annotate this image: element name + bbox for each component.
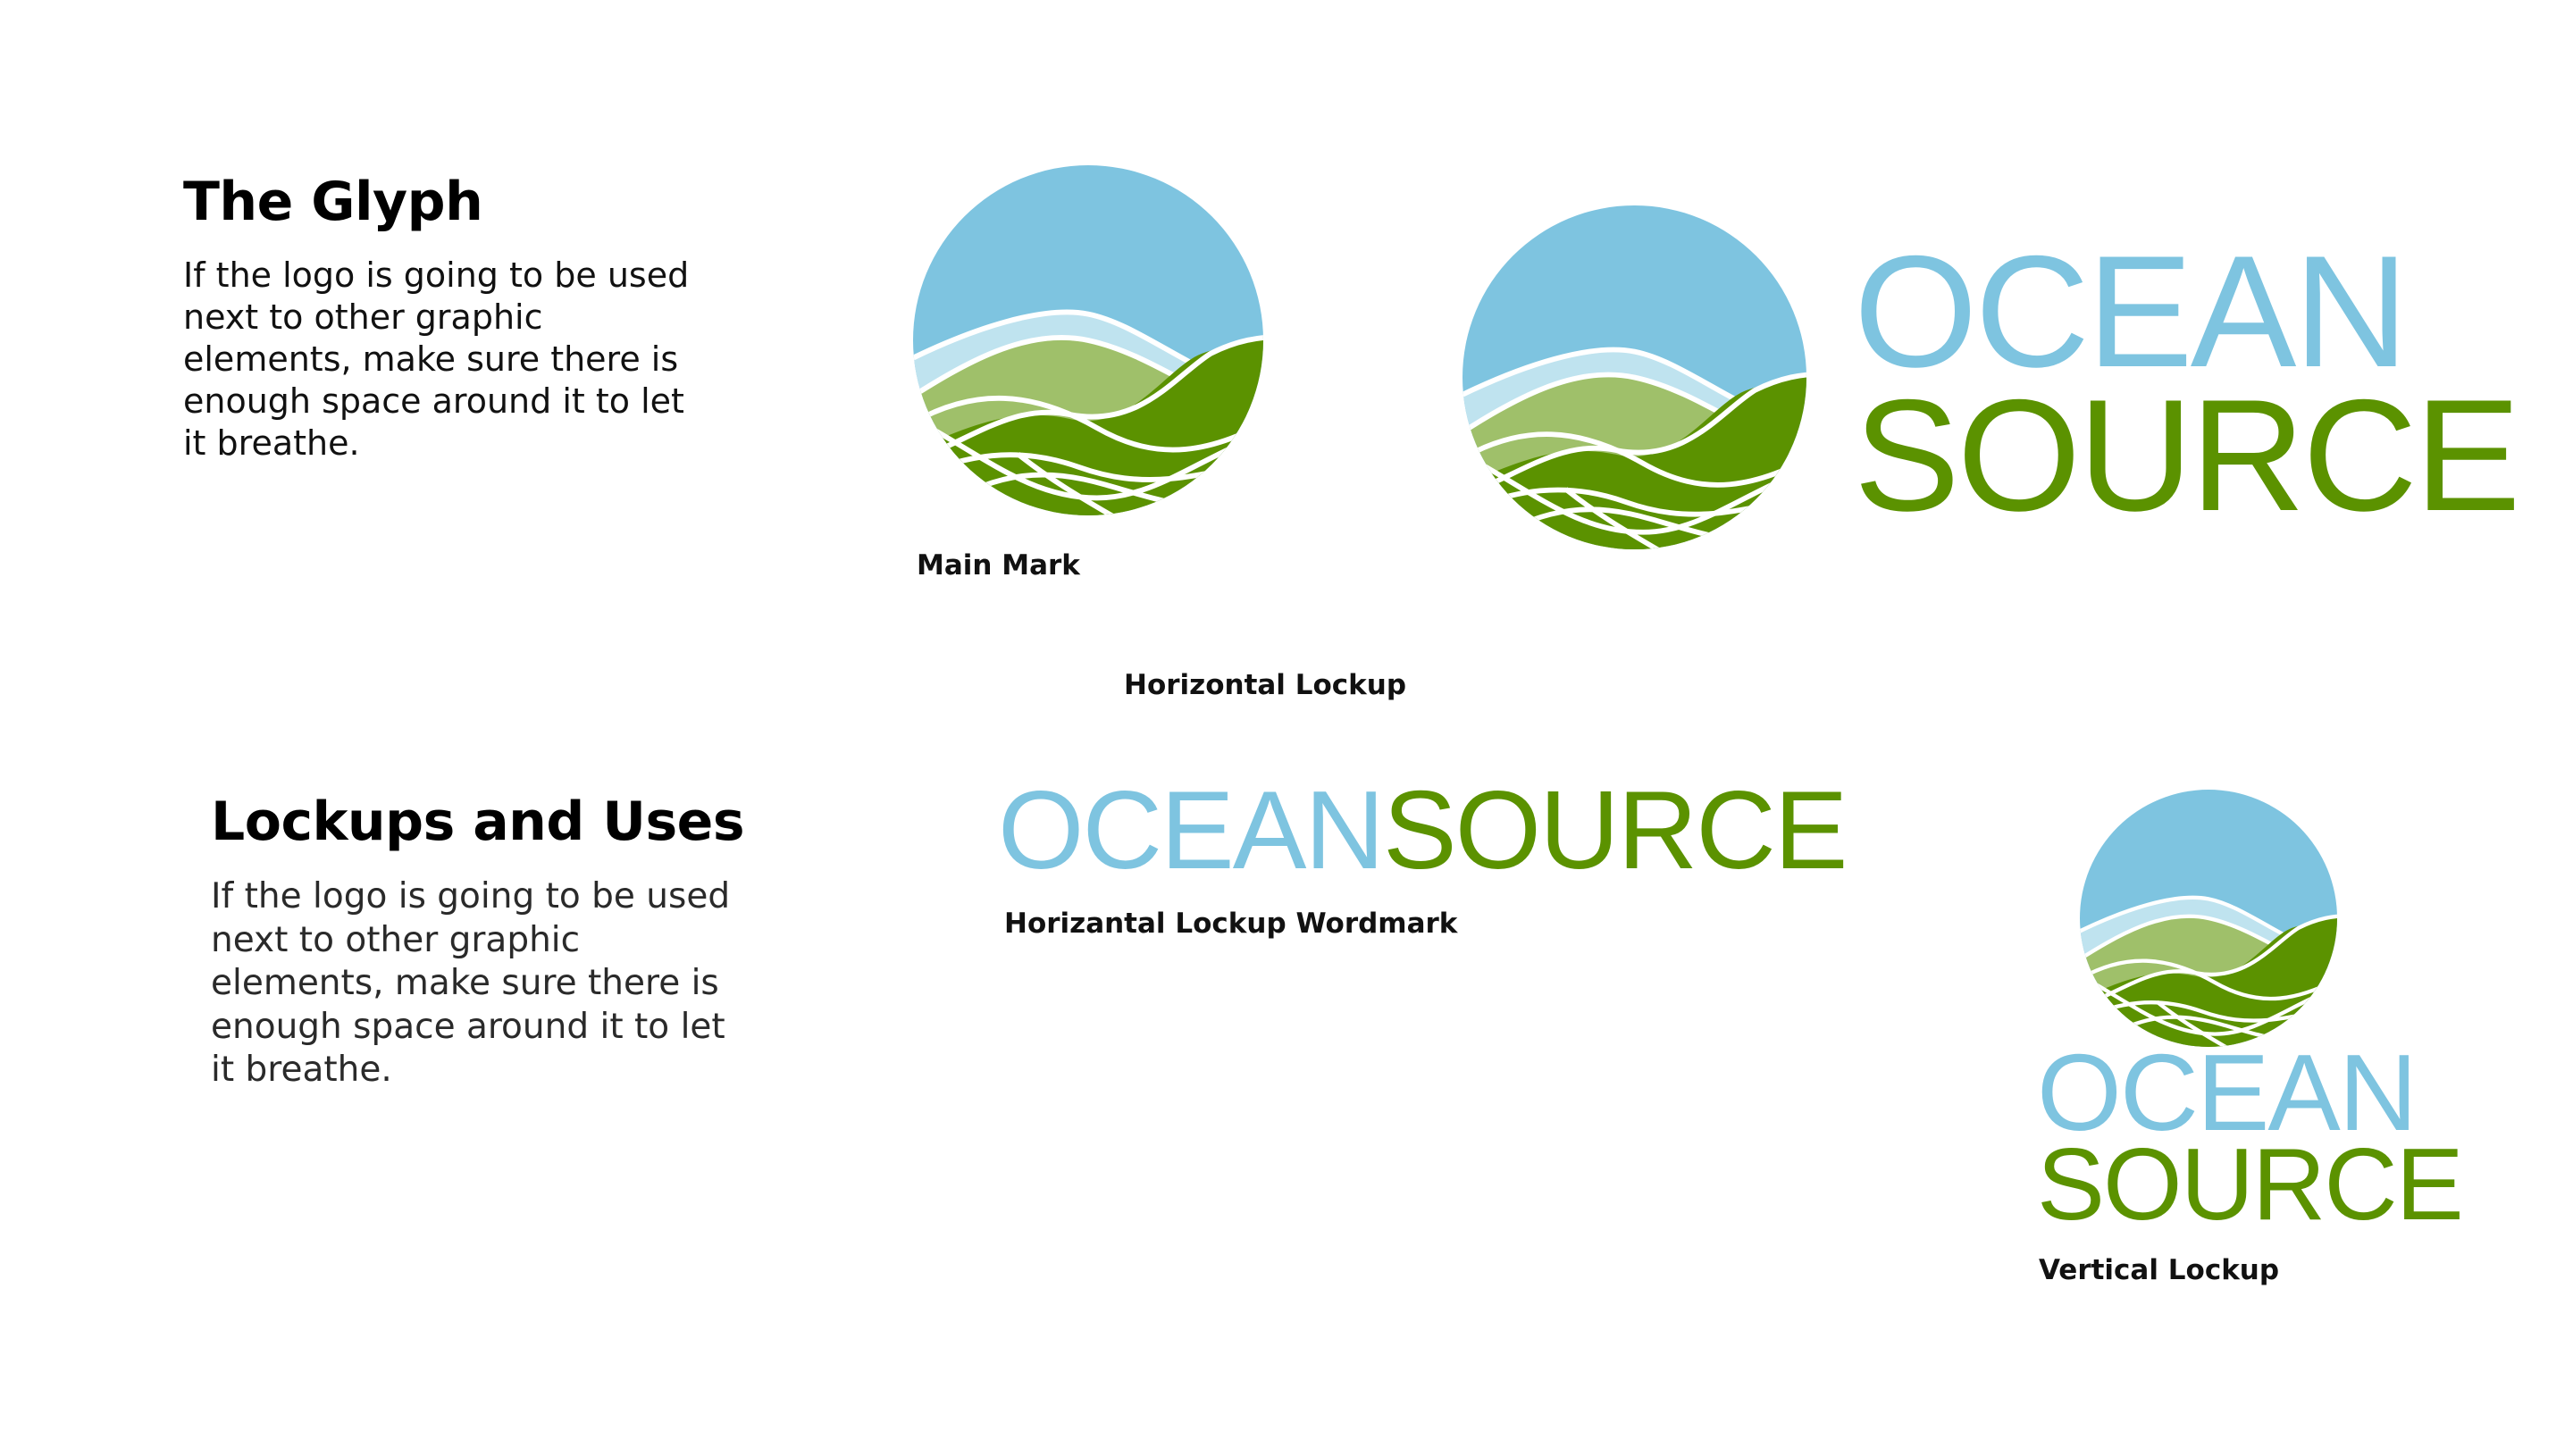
- horizontal-wordmark: OCEANSOURCE: [998, 775, 1848, 886]
- glyph-section-title: The Glyph: [183, 171, 483, 233]
- lockups-section-title: Lockups and Uses: [211, 791, 745, 853]
- horizontal-lockup-source-word: SOURCE: [1854, 366, 2521, 544]
- vertical-lockup-caption: Vertical Lockup: [2039, 1254, 2280, 1286]
- horizontal-lockup-caption: Horizontal Lockup: [1124, 669, 1407, 701]
- wordmark-ocean-word: OCEAN: [998, 769, 1385, 892]
- glyph-section-body: If the logo is going to be used next to …: [183, 255, 690, 463]
- lockups-section-body: If the logo is going to be used next to …: [211, 876, 731, 1090]
- vertical-lockup-ocean-word: OCEAN: [2037, 1032, 2418, 1153]
- horizontal-lockup-ocean-word: OCEAN: [1854, 222, 2409, 400]
- vertical-lockup-glyph-icon: [2080, 790, 2337, 1047]
- horizontal-lockup-glyph-icon: [1463, 205, 1806, 549]
- vertical-lockup-source-word: SOURCE: [2037, 1128, 2464, 1242]
- wordmark-source-word: SOURCE: [1382, 769, 1848, 892]
- main-mark-caption: Main Mark: [917, 549, 1080, 582]
- wordmark-caption: Horizantal Lockup Wordmark: [1004, 908, 1458, 940]
- main-mark-glyph-icon: [913, 165, 1263, 515]
